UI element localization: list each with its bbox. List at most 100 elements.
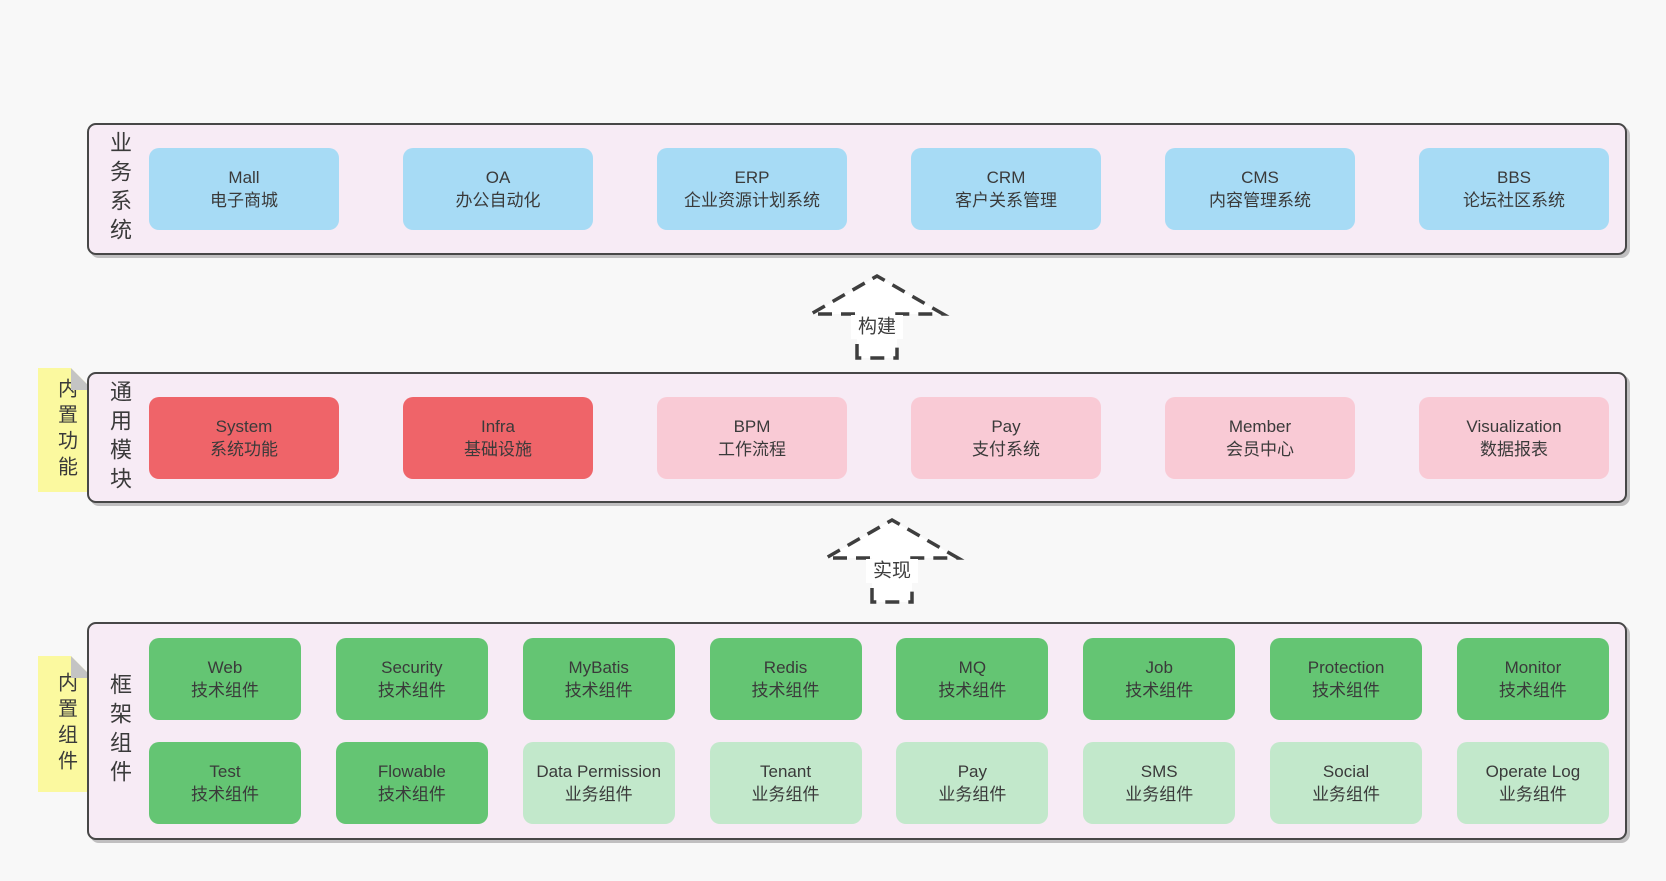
- module-box-redis: Redis 技术组件: [709, 638, 862, 720]
- box-title: Social: [1322, 762, 1370, 781]
- module-box-data-permission: Data Permission 业务组件: [522, 742, 675, 824]
- box-subtitle: 业务组件: [564, 785, 633, 804]
- box-subtitle: 技术组件: [1125, 681, 1194, 700]
- box-subtitle: 内容管理系统: [1209, 191, 1311, 210]
- arrow-label-bg: [866, 559, 918, 583]
- module-box-crm: CRM 客户关系管理: [911, 148, 1101, 230]
- box-title: SMS: [1140, 762, 1178, 781]
- box-title: OA: [485, 168, 511, 187]
- box-title: BBS: [1496, 168, 1532, 187]
- box-subtitle: 支付系统: [972, 439, 1040, 459]
- box-subtitle: 技术组件: [377, 681, 446, 700]
- module-box-job: Job 技术组件: [1083, 638, 1236, 720]
- module-box-mybatis: MyBatis 技术组件: [522, 638, 675, 720]
- sticky-note-builtin-features: 内置功能: [38, 368, 93, 492]
- module-box-bpm: BPM 工作流程: [657, 396, 847, 479]
- module-box-system: System 系统功能: [149, 396, 339, 479]
- box-title: MyBatis: [568, 658, 629, 677]
- box-subtitle: 办公自动化: [455, 191, 541, 210]
- box-subtitle: 技术组件: [377, 785, 446, 804]
- module-box-pay: Pay 支付系统: [911, 396, 1101, 479]
- box-subtitle: 技术组件: [191, 681, 259, 700]
- arrow-label: 实现: [873, 560, 911, 582]
- box-title: Data Permission: [536, 762, 662, 781]
- module-box-erp: ERP 企业资源计划系统: [657, 148, 847, 230]
- box-subtitle: 企业资源计划系统: [684, 191, 820, 210]
- box-title: Security: [381, 658, 443, 677]
- box-subtitle: 技术组件: [1498, 681, 1567, 700]
- sticky-note-builtin-components: 内置组件: [38, 656, 93, 792]
- up-arrow-implement-icon: 实现: [819, 517, 965, 604]
- module-box-pay: Pay 业务组件: [896, 742, 1049, 824]
- band-business-systems-title: 业务系统: [102, 125, 136, 253]
- module-box-oa: OA 办公自动化: [403, 148, 593, 230]
- box-title: Test: [209, 762, 241, 781]
- box-title: Monitor: [1504, 658, 1562, 677]
- arrow-label: 构建: [858, 316, 896, 338]
- box-title: Tenant: [760, 762, 812, 781]
- box-subtitle: 技术组件: [1312, 681, 1381, 700]
- box-title: Flowable: [377, 762, 446, 781]
- business-systems-boxes: Mall 电子商城 OA 办公自动化 ERP 企业资源计划系统 CRM 客户关系管理 CMS 内容…: [149, 125, 1609, 253]
- box-subtitle: 论坛社区系统: [1463, 191, 1565, 210]
- up-arrow-build-icon: 构建: [804, 273, 950, 360]
- framework-components-row-2: Test 技术组件 Flowable 技术组件 Data Permission 业务组件 T…: [149, 742, 1609, 824]
- module-box-flowable: Flowable 技术组件: [335, 742, 488, 824]
- box-title: Redis: [763, 658, 808, 677]
- box-title: Pay: [957, 762, 988, 781]
- box-title: Pay: [991, 416, 1021, 436]
- box-title: System: [215, 416, 273, 436]
- box-subtitle: 系统功能: [210, 439, 278, 459]
- box-subtitle: 客户关系管理: [955, 191, 1057, 210]
- box-subtitle: 数据报表: [1480, 439, 1548, 459]
- module-box-web: Web 技术组件: [149, 638, 301, 720]
- band-framework-components-title: 框架组件: [102, 624, 136, 838]
- box-subtitle: 电子商城: [210, 191, 278, 210]
- box-subtitle: 技术组件: [191, 785, 259, 804]
- module-box-security: Security 技术组件: [335, 638, 488, 720]
- box-subtitle: 会员中心: [1226, 439, 1294, 459]
- box-title: Web: [207, 658, 243, 677]
- arrow-label-bg: [851, 315, 903, 339]
- box-subtitle: 业务组件: [1125, 785, 1194, 804]
- band-title-text: 框架组件: [107, 673, 132, 789]
- box-title: BPM: [733, 416, 771, 436]
- module-box-cms: CMS 内容管理系统: [1165, 148, 1355, 230]
- band-common-modules-title: 通用模块: [102, 374, 136, 501]
- box-title: CRM: [986, 168, 1026, 187]
- module-box-mq: MQ 技术组件: [896, 638, 1049, 720]
- band-title-text: 业务系统: [107, 131, 132, 247]
- box-subtitle: 技术组件: [751, 681, 820, 700]
- box-subtitle: 基础设施: [464, 439, 532, 459]
- sticky-note-label: 内置组件: [54, 672, 77, 776]
- module-box-monitor: Monitor 技术组件: [1456, 638, 1609, 720]
- box-subtitle: 技术组件: [938, 681, 1007, 700]
- box-subtitle: 工作流程: [718, 439, 786, 459]
- band-title-text: 通用模块: [107, 379, 132, 496]
- module-box-bbs: BBS 论坛社区系统: [1419, 148, 1609, 230]
- box-title: Job: [1145, 658, 1173, 677]
- box-title: Protection: [1307, 658, 1385, 677]
- box-title: Mall: [228, 168, 260, 187]
- box-title: Operate Log: [1485, 762, 1581, 781]
- module-box-sms: SMS 业务组件: [1083, 742, 1236, 824]
- sticky-note-label: 内置功能: [54, 378, 77, 482]
- box-subtitle: 技术组件: [564, 681, 633, 700]
- box-title: CMS: [1241, 168, 1279, 187]
- module-box-test: Test 技术组件: [149, 742, 301, 824]
- box-title: MQ: [958, 658, 987, 677]
- box-subtitle: 业务组件: [938, 785, 1007, 804]
- band-business-systems: 业务系统 Mall 电子商城 OA 办公自动化 ERP 企业资源计划系统 CRM 客户关系管理…: [87, 123, 1627, 255]
- box-subtitle: 业务组件: [1498, 785, 1567, 804]
- box-title: ERP: [734, 168, 770, 187]
